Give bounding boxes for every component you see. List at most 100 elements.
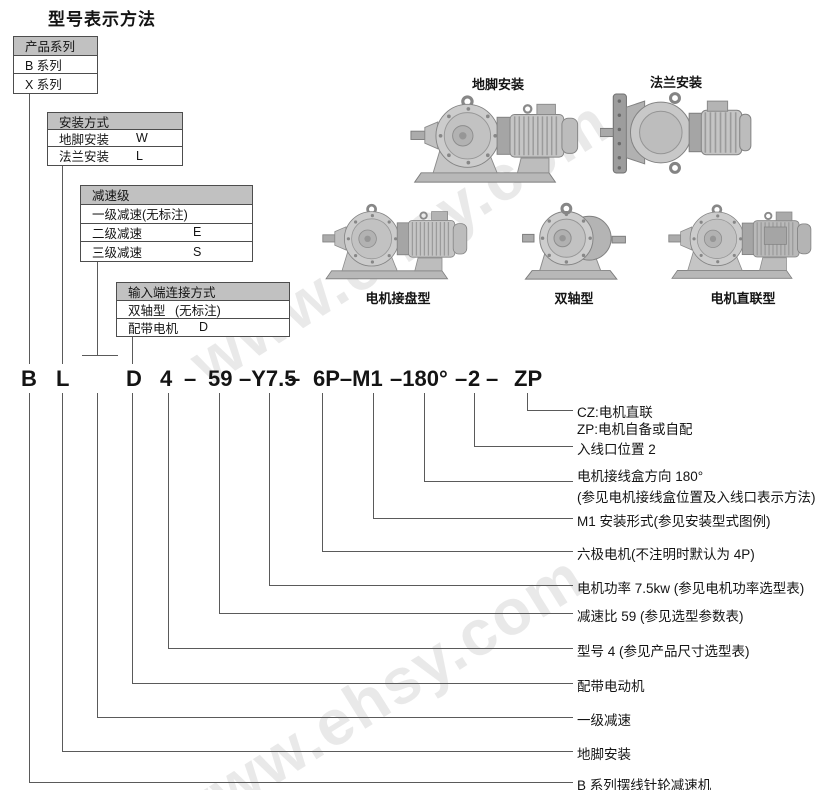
callout-connector-vertical [132,393,133,683]
row-code: E [193,225,202,240]
double-shaft-type-figure: 双轴型 [520,202,628,307]
callout-inlet-position: 入线口位置 2 [577,442,656,457]
callout-connector-horizontal [219,613,573,614]
callout-connector-horizontal [97,717,573,718]
callout-connector-vertical [97,393,98,717]
callout-connector-vertical [424,393,425,481]
callout-foot-mount: 地脚安装 [577,747,631,762]
callout-connector-vertical [219,393,220,613]
table-row: X 系列 [14,74,97,93]
foot-gearmotor-illustration [410,95,579,183]
callout-connector-horizontal [424,481,573,482]
model-code-token: 4 [160,366,173,391]
row-code: (无标注) [175,303,221,318]
row-label: 二级减速 [92,227,143,241]
product-series-box: 产品系列 B 系列 X 系列 [13,36,98,94]
double-shaft-reducer-illustration [522,202,626,280]
motor-flange-type-figure: 电机接盘型 [322,202,474,307]
figure-label: 双轴型 [554,291,594,306]
callout-connector-vertical [62,393,63,751]
callout-reduction-ratio: 减速比 59 (参见选型参数表) [577,609,744,624]
callout-connector-horizontal [132,683,573,684]
callout-connector-horizontal [168,648,573,649]
figure-label: 地脚安装 [471,77,524,92]
model-code-token: L [56,366,70,391]
model-code-token: B [21,366,37,391]
table-row: 一级减速(无标注) [81,204,252,224]
table-row: 三级减速 S [81,242,252,262]
callout-motor-power: 电机功率 7.5kw (参见电机功率选型表) [577,581,805,596]
model-code-token: – [486,366,499,391]
row-code: D [199,320,209,335]
model-code-token: 6P–M1 [313,366,383,391]
callout-b-series: B 系列摆线针轮减速机 [577,778,712,790]
box-header: 产品系列 [14,37,97,56]
connector-line [97,261,98,355]
callout-connector-vertical [168,393,169,648]
callout-connector-vertical [269,393,270,585]
motor-direct-type-figure: 电机直联型 [668,202,817,307]
callout-terminal-box-direction: 电机接线盒方向 180° [577,469,704,484]
callout-connector-horizontal [373,518,573,519]
connector-line [29,93,30,364]
input-connection-box: 输入端连接方式 双轴型 (无标注) 配带电机 D [116,282,290,338]
box-header: 安装方式 [48,113,182,131]
row-label: 双轴型 [128,303,166,318]
row-label: 三级减速 [92,246,143,261]
motor-flange-gearmotor-illustration [322,203,468,280]
row-label: 地脚安装 [59,132,110,147]
callout-connector-horizontal [269,585,573,586]
callout-connector-horizontal [474,446,573,447]
callout-connector-vertical [322,393,323,551]
table-row: 法兰安装 L [48,147,182,165]
model-code-token: –180° [390,366,448,391]
row-label: B 系列 [25,58,62,73]
callout-connector-vertical [29,393,30,782]
callout-connector-horizontal [322,551,573,552]
callout-zp: ZP:电机自备或自配 [577,422,693,437]
callout-connector-vertical [373,393,374,518]
row-label: X 系列 [25,77,62,92]
connector-line [132,336,133,364]
figure-label: 电机直联型 [710,291,776,306]
flange-mount-figure: 法兰安装 [600,72,752,177]
callout-single-stage: 一级减速 [577,713,631,728]
callout-connector-horizontal [527,410,573,411]
table-row: 二级减速 E [81,223,252,243]
foot-mount-figure: 地脚安装 [410,74,586,186]
callout-connector-horizontal [62,751,573,752]
callout-connector-vertical [474,393,475,446]
figure-label: 法兰安装 [649,75,702,90]
figure-label: 电机接盘型 [365,291,431,306]
callout-mounting-form: M1 安装形式(参见安装型式图例) [577,514,771,529]
callout-cz: CZ:电机直联 [577,405,653,420]
row-code: S [193,244,202,259]
table-row: 配带电机 D [117,318,289,337]
row-label: 一级减速(无标注) [92,208,188,223]
callout-frame-size: 型号 4 (参见产品尺寸选型表) [577,644,750,659]
model-code-token: – [288,366,301,391]
model-code-token: D [126,366,142,391]
row-label: 法兰安装 [59,150,110,165]
model-code-token: 59 [208,366,233,391]
connector-line [62,163,63,364]
model-code-token: 2 [468,366,481,391]
box-header: 输入端连接方式 [117,283,289,301]
row-label: 配带电机 [128,322,179,336]
row-code: W [136,131,148,146]
page-title: 型号表示方法 [48,10,156,29]
model-code-token: ZP [514,366,543,391]
callout-with-motor: 配带电动机 [577,679,645,694]
model-code-token: – [455,366,468,391]
direct-coupled-gearmotor-illustration [668,204,812,279]
flange-gearmotor-illustration [600,92,752,174]
table-row: 地脚安装 W [48,130,182,148]
mounting-type-box: 安装方式 地脚安装 W 法兰安装 L [47,112,183,166]
callout-connector-vertical [527,393,528,410]
row-code: L [136,148,143,163]
connector-line [82,355,118,356]
model-code-token: – [184,366,197,391]
